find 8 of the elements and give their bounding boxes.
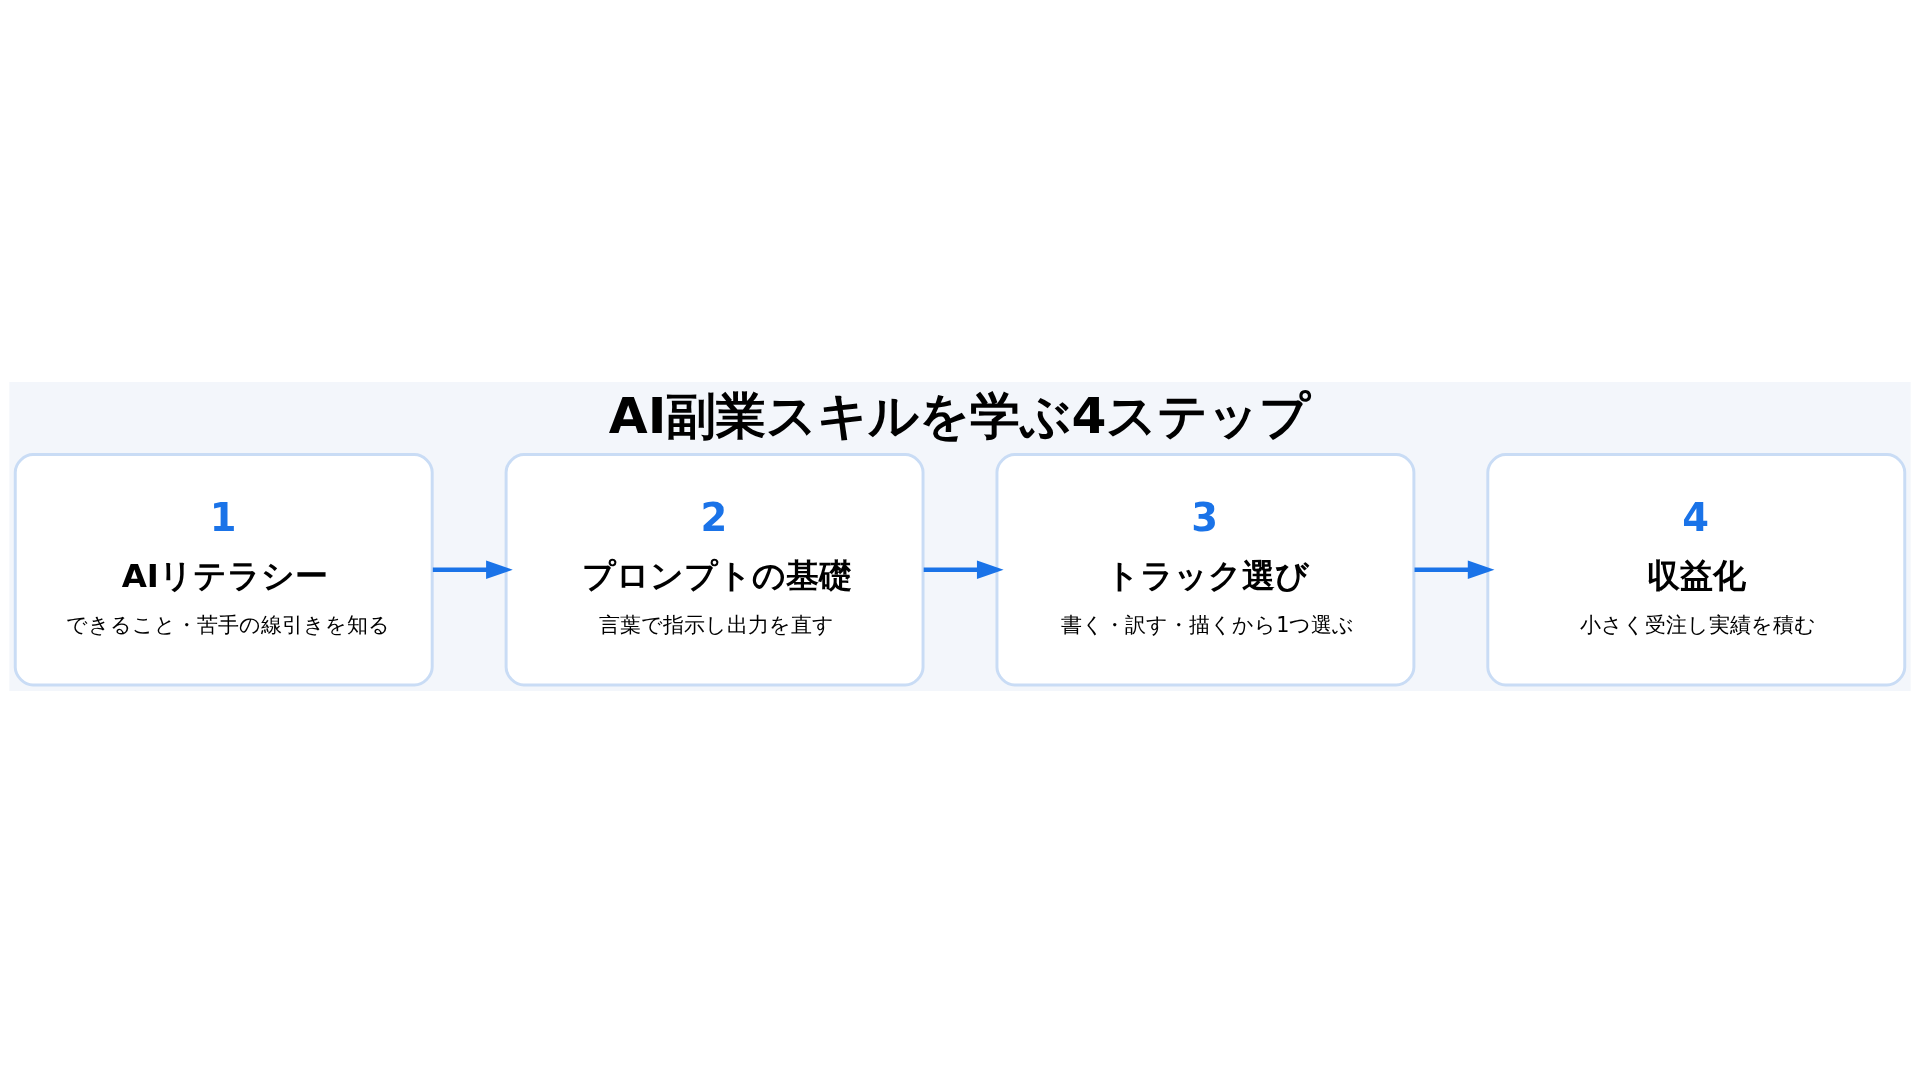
node-box: 1 AIリテラシー できること・苦手の線引きを知る (13, 452, 434, 687)
arrow (1414, 559, 1495, 579)
node-box: 2 プロンプトの基礎 言葉で指示し出力を直す (504, 452, 925, 687)
arrow (923, 559, 1004, 579)
node-box: 3 トラック選び 書く・訳す・描くから1つ選ぶ (995, 452, 1416, 687)
node-box: 4 収益化 小さく受注し実績を積む (1486, 452, 1907, 687)
arrow (432, 559, 513, 579)
diagram-title: AI副業スキルを学ぶ4ステップ (608, 385, 1311, 445)
